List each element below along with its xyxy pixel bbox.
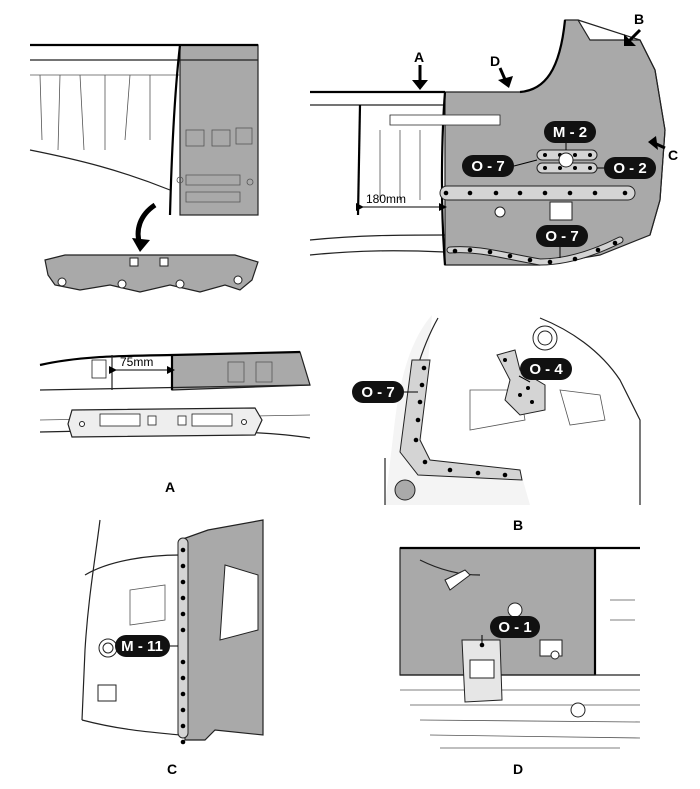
panel-view-d: O - 1 D — [399, 546, 641, 777]
svg-text:O - 7: O - 7 — [545, 228, 578, 245]
tag-o4: O - 4 — [518, 358, 572, 383]
caption-view-a: A — [165, 479, 175, 495]
tag-o1: O - 1 — [481, 616, 540, 645]
view-arrow-a-label: A — [414, 49, 424, 65]
svg-text:O - 7: O - 7 — [471, 158, 504, 175]
svg-text:M - 2: M - 2 — [553, 124, 587, 141]
svg-text:O - 2: O - 2 — [613, 160, 646, 177]
svg-text:O - 4: O - 4 — [529, 361, 563, 378]
caption-view-b: B — [513, 517, 523, 533]
tag-o2: O - 2 — [597, 157, 656, 179]
caption-view-d: D — [513, 761, 523, 777]
gray-rail-section — [171, 351, 311, 391]
reinforcement-part — [44, 254, 259, 293]
dimension-180mm: 180mm — [366, 192, 406, 206]
tag-m2: M - 2 — [544, 121, 596, 150]
tag-o7-view-b: O - 7 — [352, 381, 418, 403]
panel-top-left — [29, 43, 259, 293]
panel-view-a: 75mm A — [39, 350, 311, 495]
tag-m11: M - 11 — [115, 635, 178, 657]
view-arrow-c-label: C — [668, 147, 678, 163]
caption-view-c: C — [167, 761, 177, 777]
panel-top-right: 180mm A D B C M - 2 O - 7 O - 2 — [309, 11, 678, 266]
part-view-a — [67, 407, 263, 438]
spot-welds-o7-view-b — [413, 365, 508, 478]
panel-view-c: M - 11 C — [81, 519, 264, 777]
svg-text:O - 7: O - 7 — [361, 384, 394, 401]
svg-text:O - 1: O - 1 — [498, 619, 531, 636]
tag-o7-bottom: O - 7 — [536, 225, 588, 258]
spot-welds-o7-top — [443, 190, 628, 196]
spot-welds-m11 — [180, 547, 186, 745]
dimension-75mm: 75mm — [120, 355, 153, 369]
panel-view-b: O - 4 O - 7 B — [352, 315, 641, 533]
svg-text:M - 11: M - 11 — [121, 638, 163, 655]
view-arrow-d-label: D — [490, 53, 500, 69]
tag-o7-top: O - 7 — [462, 155, 538, 177]
spot-welds-o7-bottom — [452, 240, 618, 265]
view-arrow-b-label: B — [634, 11, 644, 27]
